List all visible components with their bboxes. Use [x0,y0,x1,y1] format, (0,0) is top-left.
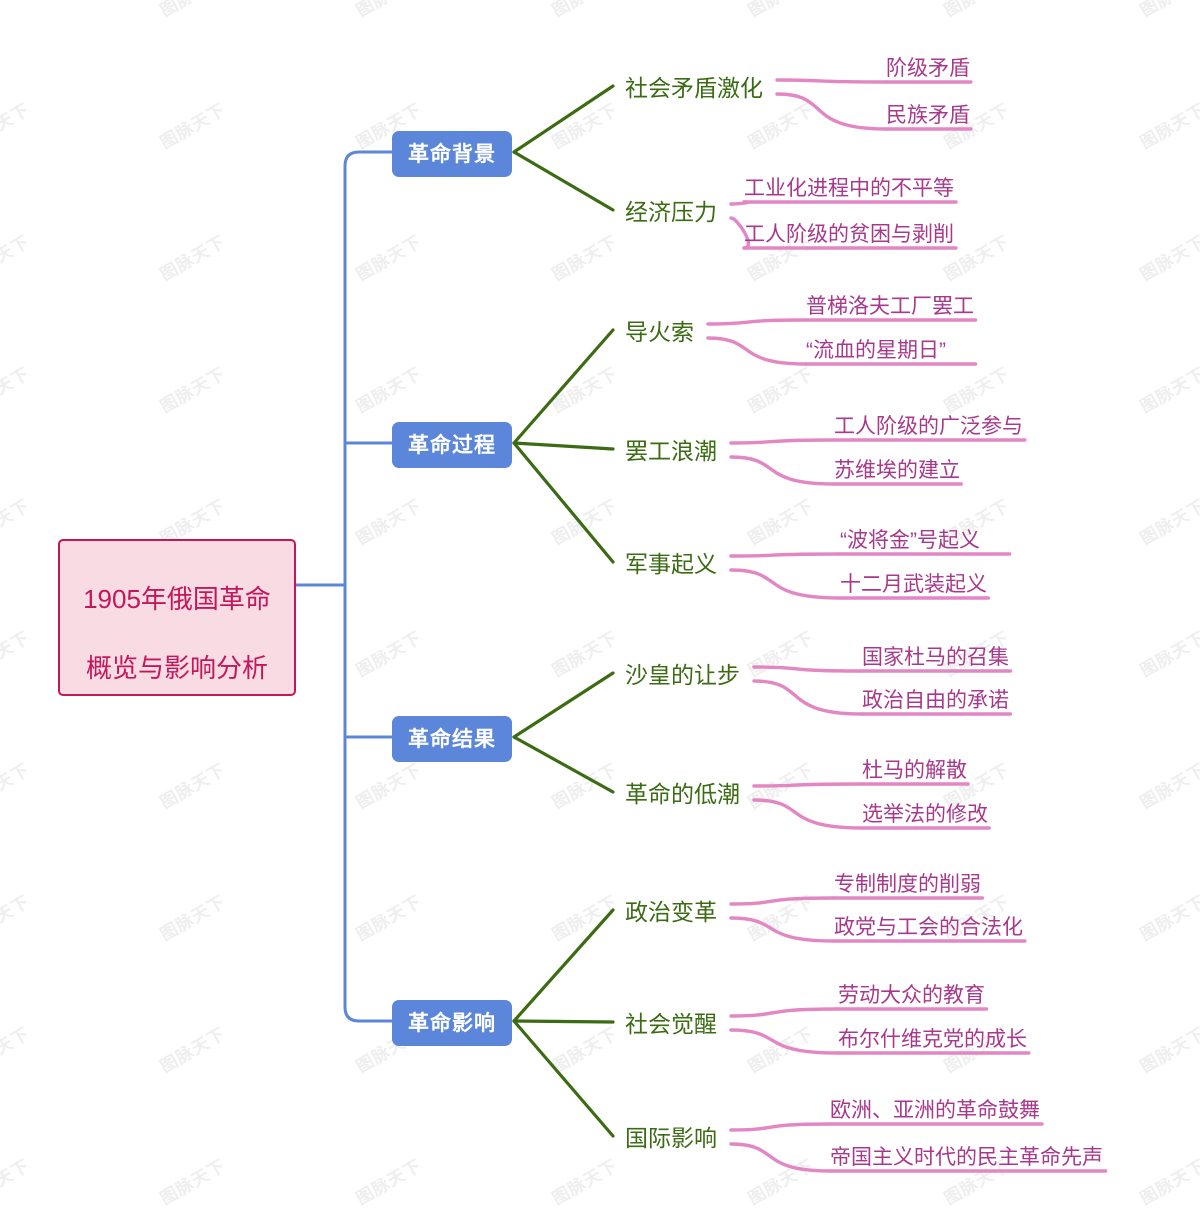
root-node-line2: 概览与影响分析 [85,652,268,683]
leaf-node[interactable]: 十二月武装起义 [840,568,987,600]
branch-node-label: 革命结果 [408,728,496,751]
branch-node-label: 革命影响 [408,1012,496,1035]
sub-node-label: 革命的低潮 [625,781,740,807]
leaf-node-label: 政党与工会的合法化 [834,916,1023,939]
leaf-node-label: 杜马的解散 [862,759,967,782]
leaf-node-label: 专制制度的削弱 [834,873,981,896]
leaf-node[interactable]: 民族矛盾 [886,99,970,131]
sub-node[interactable]: 国际影响 [625,1119,717,1153]
leaf-node[interactable]: 政治自由的承诺 [862,684,1009,716]
leaf-node-label: 欧洲、亚洲的革命鼓舞 [830,1099,1040,1122]
leaf-node-label: 十二月武装起义 [840,573,987,596]
leaf-node-label: 布尔什维克党的成长 [838,1028,1027,1051]
sub-node-label: 经济压力 [625,199,717,225]
leaf-node-label: 工人阶级的贫困与剥削 [744,223,954,246]
leaf-node[interactable]: 工人阶级的广泛参与 [834,410,1023,442]
branch-node-label: 革命背景 [408,143,496,166]
sub-node[interactable]: 政治变革 [625,893,717,927]
leaf-node-label: 民族矛盾 [886,104,970,127]
sub-node[interactable]: 沙皇的让步 [625,656,740,690]
sub-node-label: 罢工浪潮 [625,438,717,464]
branch-node[interactable]: 革命结果 [392,716,512,762]
leaf-node-label: 帝国主义时代的民主革命先声 [830,1146,1103,1169]
sub-node[interactable]: 革命的低潮 [625,775,740,809]
leaf-node-label: 普梯洛夫工厂罢工 [806,295,974,318]
leaf-node[interactable]: 欧洲、亚洲的革命鼓舞 [830,1094,1040,1126]
sub-node-label: 导火索 [625,319,694,345]
leaf-node[interactable]: 普梯洛夫工厂罢工 [806,290,974,322]
sub-node-label: 国际影响 [625,1125,717,1151]
leaf-node-label: “波将金”号起义 [840,529,980,552]
sub-node[interactable]: 经济压力 [625,193,717,227]
root-node-line1: 1905年俄国革命 [83,584,271,615]
leaf-node[interactable]: 国家杜马的召集 [862,641,1009,673]
leaf-node-label: 劳动大众的教育 [838,984,985,1007]
leaf-node-label: 选举法的修改 [862,803,988,826]
branch-node[interactable]: 革命过程 [392,422,512,468]
leaf-node[interactable]: 杜马的解散 [862,754,967,786]
leaf-node-label: 政治自由的承诺 [862,689,1009,712]
leaf-node-label: 工人阶级的广泛参与 [834,415,1023,438]
leaf-node[interactable]: 苏维埃的建立 [834,454,960,486]
root-node[interactable]: 1905年俄国革命 概览与影响分析 [58,539,296,697]
leaf-node[interactable]: 帝国主义时代的民主革命先声 [830,1141,1103,1173]
leaf-node[interactable]: 工人阶级的贫困与剥削 [744,218,954,250]
leaf-node[interactable]: 专制制度的削弱 [834,868,981,900]
sub-node[interactable]: 军事起义 [625,545,717,579]
sub-node[interactable]: 罢工浪潮 [625,432,717,466]
sub-node-label: 社会觉醒 [625,1011,717,1037]
leaf-node[interactable]: 布尔什维克党的成长 [838,1023,1027,1055]
leaf-node-label: 阶级矛盾 [886,57,970,80]
sub-node-label: 社会矛盾激化 [625,75,763,101]
leaf-node[interactable]: 劳动大众的教育 [838,979,985,1011]
sub-node[interactable]: 社会觉醒 [625,1005,717,1039]
leaf-node[interactable]: “流血的星期日” [806,334,946,366]
sub-node-label: 军事起义 [625,551,717,577]
leaf-node[interactable]: 工业化进程中的不平等 [744,172,954,204]
sub-node-label: 沙皇的让步 [625,662,740,688]
branch-node[interactable]: 革命影响 [392,1000,512,1046]
branch-node[interactable]: 革命背景 [392,131,512,177]
leaf-node-label: 苏维埃的建立 [834,459,960,482]
sub-node[interactable]: 社会矛盾激化 [625,69,763,103]
leaf-node-label: 国家杜马的召集 [862,646,1009,669]
leaf-node-label: “流血的星期日” [806,339,946,362]
branch-node-label: 革命过程 [408,434,496,457]
leaf-node[interactable]: 政党与工会的合法化 [834,911,1023,943]
leaf-node-label: 工业化进程中的不平等 [744,177,954,200]
leaf-node[interactable]: “波将金”号起义 [840,524,980,556]
sub-node[interactable]: 导火索 [625,313,694,347]
leaf-node[interactable]: 阶级矛盾 [886,52,970,84]
sub-node-label: 政治变革 [625,899,717,925]
leaf-node[interactable]: 选举法的修改 [862,798,988,830]
